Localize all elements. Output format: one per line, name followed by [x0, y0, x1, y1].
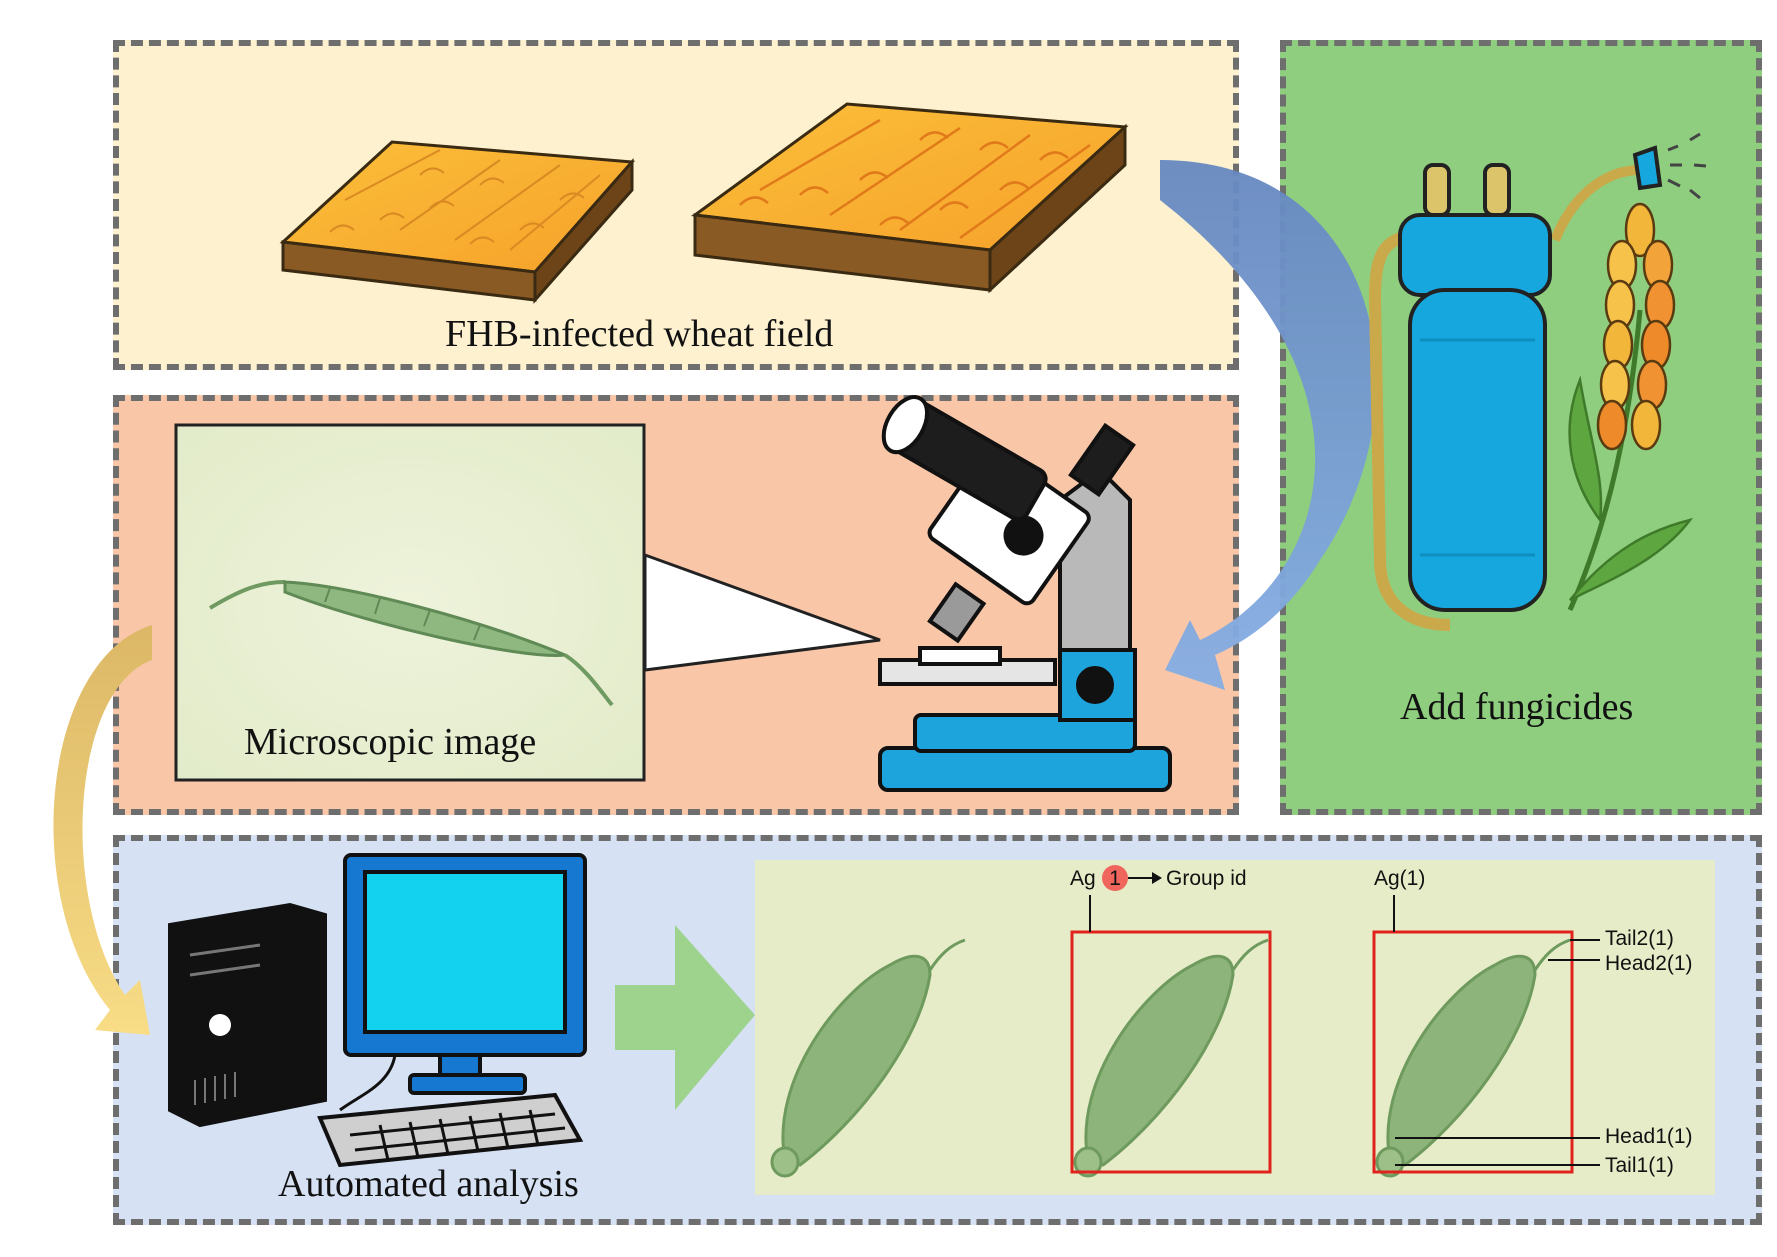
spore-icon	[208, 580, 614, 707]
spray-mist-icon	[1667, 132, 1707, 200]
microscope-icon	[878, 395, 1172, 792]
label-head2: Head2(1)	[1605, 952, 1693, 975]
zoom-triangle	[643, 552, 881, 672]
keyboard-icon	[317, 1092, 584, 1168]
label-tail1: Tail1(1)	[1605, 1154, 1674, 1177]
spore-detected-3	[1375, 938, 1571, 1178]
sprayer-icon	[1368, 145, 1663, 631]
monitor-icon	[339, 853, 587, 1112]
wheat-plate-small-icon	[279, 140, 636, 304]
annotation-leaders	[1089, 895, 1600, 1166]
label-head1: Head1(1)	[1605, 1125, 1693, 1148]
label-group-id: Group id	[1166, 867, 1247, 890]
computer-tower-icon	[168, 902, 327, 1128]
label-tail2: Tail2(1)	[1605, 927, 1674, 950]
wheat-ear-icon	[1567, 202, 1694, 612]
wheat-plate-large-icon	[691, 102, 1129, 294]
caption-microscopic-image: Microscopic image	[244, 721, 537, 763]
caption-add-fungicides: Add fungicides	[1400, 686, 1634, 728]
bounding-box-keypoints	[1372, 930, 1574, 1174]
flow-arrow-green	[615, 925, 755, 1110]
spore-detected-2	[1073, 938, 1269, 1178]
group-number-badge	[1102, 865, 1128, 891]
microscopic-image-inset	[174, 423, 646, 782]
label-group-number: 1	[1109, 867, 1121, 890]
spore-detected-1	[770, 938, 966, 1178]
caption-automated-analysis: Automated analysis	[278, 1163, 579, 1205]
flow-arrow-yellow	[53, 625, 152, 1035]
analysis-result-image	[755, 860, 1715, 1195]
caption-wheat-field: FHB-infected wheat field	[445, 313, 834, 355]
arrow-head-icon	[1152, 872, 1162, 884]
flow-arrow-blue	[1160, 160, 1377, 690]
bounding-box-group	[1070, 930, 1272, 1174]
label-group-prefix: Ag	[1070, 867, 1096, 890]
label-ag: Ag(1)	[1374, 867, 1425, 890]
